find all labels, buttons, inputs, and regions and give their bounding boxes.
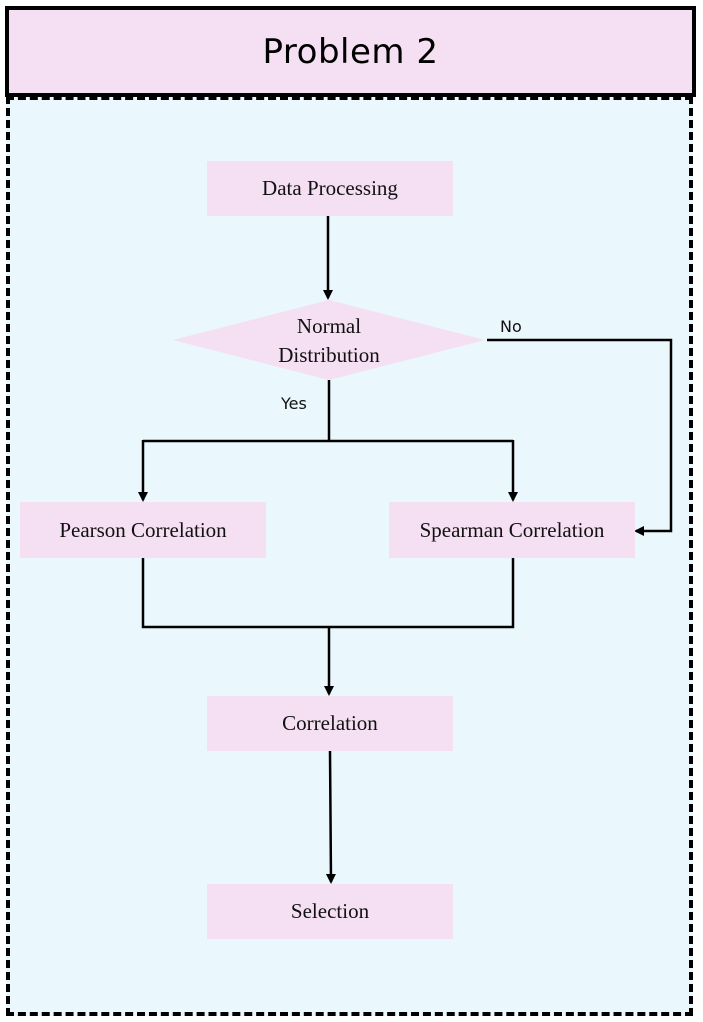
node-correlation: Correlation bbox=[207, 696, 453, 751]
node-correlation-label: Correlation bbox=[282, 711, 378, 735]
node-selection-label: Selection bbox=[290, 899, 370, 923]
decision-label-line-1: Normal bbox=[296, 314, 362, 338]
node-normal-distribution-label: Normal Distribution bbox=[228, 312, 430, 370]
node-selection: Selection bbox=[207, 884, 453, 939]
node-data-processing-label: Data Processing bbox=[262, 176, 398, 200]
node-pearson-correlation: Pearson Correlation bbox=[20, 502, 266, 558]
edge-correlation-to-selection bbox=[325, 750, 336, 884]
page-title: Problem 2 bbox=[262, 31, 439, 72]
node-data-processing: Data Processing bbox=[207, 161, 453, 216]
node-spearman-label: Spearman Correlation bbox=[419, 517, 605, 542]
node-pearson-label: Pearson Correlation bbox=[59, 517, 227, 542]
title-bar: Problem 2 bbox=[5, 6, 696, 97]
decision-label-line-2: Distribution bbox=[278, 343, 380, 367]
decision-diamond bbox=[173, 300, 485, 380]
node-spearman-correlation: Spearman Correlation bbox=[389, 502, 635, 558]
edge-no-to-spearman bbox=[487, 338, 673, 536]
edge-label-yes: Yes bbox=[281, 394, 307, 413]
edge-label-no: No bbox=[500, 317, 522, 336]
edge-merge bbox=[141, 558, 515, 629]
